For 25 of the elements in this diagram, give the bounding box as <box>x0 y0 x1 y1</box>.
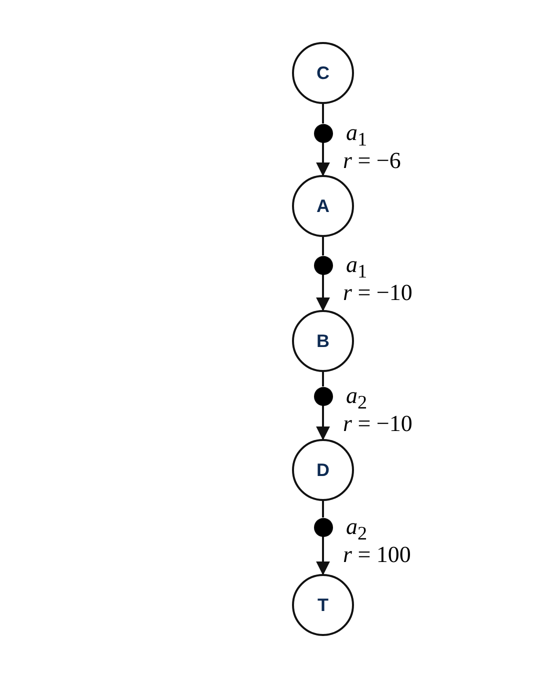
action-dot <box>314 256 332 274</box>
action-label: a$_{2}$ <box>346 515 368 544</box>
action-dot <box>314 518 332 536</box>
arrow <box>316 406 330 440</box>
reward-label: r = −10 <box>343 412 412 435</box>
connector-line <box>322 237 324 256</box>
state-label: T <box>318 594 328 616</box>
state-label: C <box>316 62 330 84</box>
action-label: a$_{2}$ <box>346 384 368 413</box>
action-dot <box>314 124 332 142</box>
reward-label: r = −10 <box>343 281 412 304</box>
state-label: A <box>316 196 330 216</box>
connector-line <box>322 104 324 124</box>
reward-label: r = 100 <box>343 543 411 566</box>
connector-line <box>322 501 324 518</box>
action-label: a$_{1}$ <box>346 121 368 150</box>
arrow <box>316 536 330 576</box>
state-label: B <box>316 330 330 352</box>
connector-line <box>322 372 324 386</box>
arrow <box>316 142 330 176</box>
action-label: a$_{1}$ <box>346 253 368 282</box>
arrow <box>316 274 330 312</box>
action-dot <box>314 386 332 406</box>
reward-label: r = −6 <box>343 149 401 172</box>
state-label: D <box>316 460 330 480</box>
